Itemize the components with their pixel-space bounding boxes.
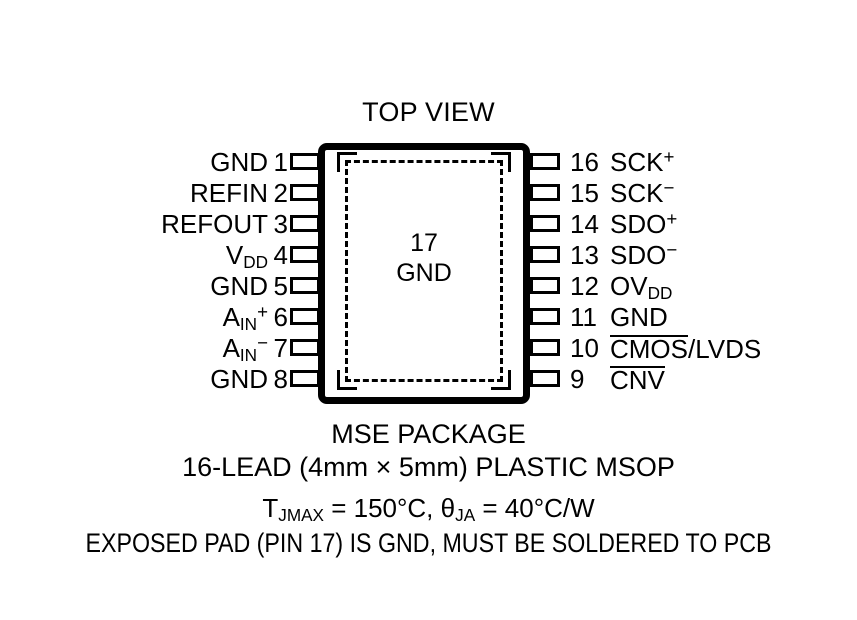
pin-number-1: 1 (273, 147, 288, 177)
pin-lead-14 (530, 215, 560, 232)
pin-lead-15 (530, 184, 560, 201)
pin-name-15-polarity: − (663, 177, 675, 199)
pin-name-4-base: V (225, 240, 244, 270)
pad-corner-top-right-icon (491, 152, 511, 172)
pin-name-8: GND (210, 364, 268, 394)
pin-lead-4 (290, 246, 320, 263)
pin-name-16: SCK+ (610, 146, 675, 177)
pin-number-5: 5 (273, 271, 288, 301)
pin-name-14: SDO+ (610, 208, 678, 239)
pin-name-7: AIN− (222, 332, 268, 363)
exposed-pad-pin-number: 17 (410, 229, 438, 257)
pin-lead-13 (530, 246, 560, 263)
thermal-theta-value: = 40°C/W (475, 493, 595, 523)
pin-name-12-subscript: DD (647, 282, 673, 303)
pin-lead-7 (290, 339, 320, 356)
caption-exposed-pad-note: EXPOSED PAD (PIN 17) IS GND, MUST BE SOL… (85, 528, 772, 558)
pin-name-16-polarity: + (663, 146, 675, 168)
pin-lead-12 (530, 277, 560, 294)
pin-name-12-base: OV (610, 271, 648, 301)
pin-name-14-base: SDO (610, 209, 667, 239)
pad-corner-top-left-icon (337, 152, 357, 172)
pin-name-7-base: A (222, 333, 240, 363)
pin-number-12: 12 (570, 271, 599, 301)
pin-number-9: 9 (570, 364, 585, 394)
thermal-tjmax-subscript: JMAX (278, 504, 324, 525)
pin-lead-10 (530, 339, 560, 356)
pin-name-9-overlined: CNV (610, 365, 665, 395)
pin-name-5: GND (210, 271, 268, 301)
pin-lead-2 (290, 184, 320, 201)
caption-thermal-specs: TJMAX = 150°C, θJA = 40°C/W (0, 493, 857, 523)
pin-name-4: VDD (225, 240, 268, 270)
caption-package-name: MSE PACKAGE (331, 419, 526, 449)
pin-number-10: 10 (570, 333, 599, 363)
pin-name-10: CMOS/LVDS (610, 335, 761, 362)
pin-number-15: 15 (570, 178, 599, 208)
pin-name-7-polarity: − (257, 332, 268, 354)
package-body-outline (318, 143, 530, 404)
page-title: TOP VIEW (362, 97, 495, 127)
pin-lead-6 (290, 308, 320, 325)
pin-name-15: SCK− (610, 177, 675, 208)
pin-name-7-subscript: IN (239, 344, 258, 365)
pin-name-13: SDO− (610, 239, 678, 270)
pad-corner-bottom-left-icon (337, 370, 357, 390)
pin-name-6: AIN+ (222, 301, 268, 332)
pin-name-6-base: A (222, 302, 240, 332)
pin-number-16: 16 (570, 147, 599, 177)
exposed-pad-net: GND (396, 259, 452, 287)
pin-name-3: REFOUT (161, 209, 268, 239)
thermal-tjmax-value: = 150°C, (324, 493, 441, 523)
pin-name-12: OVDD (610, 271, 672, 301)
pin-lead-3 (290, 215, 320, 232)
pin-name-2: REFIN (190, 178, 268, 208)
pin-name-13-polarity: − (666, 239, 678, 261)
pin-name-11: GND (610, 302, 668, 332)
pin-lead-9 (530, 370, 560, 387)
pin-name-14-polarity: + (666, 208, 678, 230)
pin-name-16-base: SCK (610, 147, 664, 177)
thermal-theta-symbol: θ (440, 493, 456, 523)
pin-name-10-overlined: CMOS (610, 334, 688, 364)
pin-number-11: 11 (570, 302, 597, 332)
pin-name-1: GND (210, 147, 268, 177)
caption-lead-count: 16-LEAD (4mm × 5mm) PLASTIC MSOP (182, 452, 675, 482)
pin-number-14: 14 (570, 209, 599, 239)
pin-name-4-subscript: DD (243, 251, 268, 272)
thermal-theta-subscript: JA (455, 504, 476, 525)
pin-lead-5 (290, 277, 320, 294)
pin-number-8: 8 (273, 364, 288, 394)
pin-name-10-suffix: /LVDS (688, 334, 762, 364)
pin-number-3: 3 (273, 209, 288, 239)
exposed-pad-outline (337, 152, 511, 390)
pin-name-6-subscript: IN (239, 313, 258, 334)
pin-number-4: 4 (273, 240, 288, 270)
pin-lead-16 (530, 153, 560, 170)
exposed-pad-label: 17 GND (345, 228, 503, 288)
pin-lead-11 (530, 308, 560, 325)
pin-name-6-polarity: + (257, 301, 268, 323)
pin-number-6: 6 (273, 302, 288, 332)
thermal-tjmax-symbol: T (262, 493, 279, 523)
pad-corner-bottom-right-icon (491, 370, 511, 390)
pin-name-9: CNV (610, 366, 665, 393)
pin-number-2: 2 (273, 178, 288, 208)
pin-lead-1 (290, 153, 320, 170)
pin-number-7: 7 (273, 333, 288, 363)
pin-lead-8 (290, 370, 320, 387)
pin-name-13-base: SDO (610, 240, 667, 270)
pin-number-13: 13 (570, 240, 599, 270)
pin-name-15-base: SCK (610, 178, 664, 208)
